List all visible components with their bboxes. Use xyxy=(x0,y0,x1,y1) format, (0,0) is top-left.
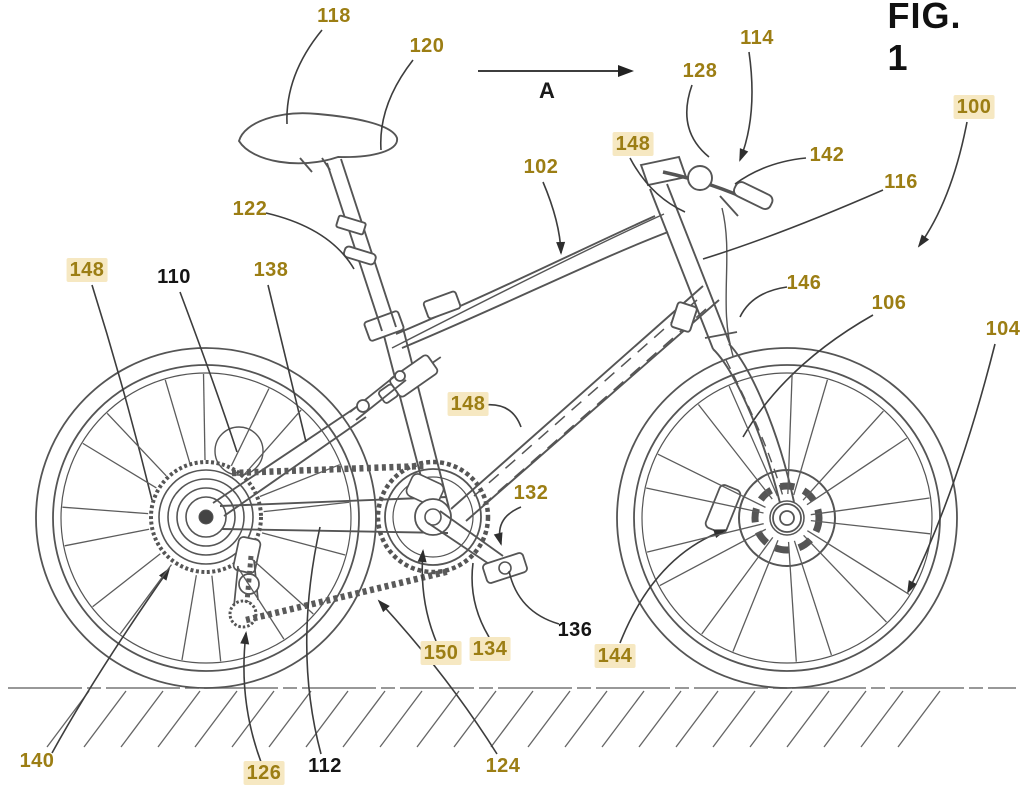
leader-arrowhead xyxy=(417,549,427,563)
direction-arrow-label: A xyxy=(539,78,555,103)
direction-arrow xyxy=(478,65,634,77)
front-fork xyxy=(704,331,795,504)
leader-arrowhead xyxy=(907,580,917,594)
ref-label-136: 136 xyxy=(557,619,593,641)
ref-label-102: 102 xyxy=(523,156,559,178)
leader-line-142 xyxy=(734,157,807,185)
seat-post xyxy=(326,158,397,332)
leader-line-144 xyxy=(619,529,726,644)
leader-line-134 xyxy=(471,562,490,638)
leader-arrowhead xyxy=(917,234,930,248)
ref-label-150: 150 xyxy=(420,641,462,665)
ref-label-140: 140 xyxy=(19,750,55,772)
leader-line-140 xyxy=(51,568,170,754)
ref-label-118: 118 xyxy=(317,5,351,27)
ref-label-148: 148 xyxy=(447,392,489,416)
leader-line-122 xyxy=(265,212,355,270)
leader-arrowhead xyxy=(493,532,503,546)
leader-line-138 xyxy=(267,284,307,443)
ref-label-104: 104 xyxy=(985,318,1021,340)
leader-line-128 xyxy=(686,84,710,158)
ref-label-120: 120 xyxy=(409,35,445,57)
ref-label-138: 138 xyxy=(253,259,289,281)
leader-line-120 xyxy=(379,59,414,151)
ref-label-106: 106 xyxy=(871,292,907,314)
ref-label-100: 100 xyxy=(953,95,995,119)
ref-label-132: 132 xyxy=(513,482,549,504)
leader-line-116 xyxy=(702,189,884,260)
leader-lines xyxy=(51,29,996,763)
figure-title: FIG. 1 xyxy=(887,0,962,78)
leader-line-148 xyxy=(483,403,522,428)
ref-label-122: 122 xyxy=(232,198,268,220)
ref-label-148: 148 xyxy=(612,132,654,156)
leader-line-114 xyxy=(739,51,753,161)
leader-line-106 xyxy=(742,314,874,438)
leader-line-124 xyxy=(378,600,498,755)
leader-arrowhead xyxy=(556,241,566,255)
brake-cables xyxy=(391,207,785,501)
cassette xyxy=(149,460,263,574)
handlebar xyxy=(639,155,774,217)
chain xyxy=(231,462,451,624)
ref-label-126: 126 xyxy=(243,761,285,785)
ref-label-134: 134 xyxy=(469,637,511,661)
leader-line-112 xyxy=(305,526,322,755)
ref-label-144: 144 xyxy=(594,644,636,668)
front-wheel xyxy=(616,347,958,689)
leader-line-148 xyxy=(629,157,686,213)
wheel-spokes xyxy=(646,374,931,662)
ref-label-110: 110 xyxy=(157,266,191,288)
leader-arrowhead xyxy=(240,631,250,645)
leader-arrowhead xyxy=(377,599,390,613)
ref-label-124: 124 xyxy=(485,755,521,777)
ref-label-146: 146 xyxy=(786,272,822,294)
leader-line-132 xyxy=(498,506,522,545)
ref-label-128: 128 xyxy=(682,60,718,82)
ref-label-116: 116 xyxy=(884,171,918,193)
ref-label-148: 148 xyxy=(66,258,108,282)
saddle xyxy=(237,112,398,173)
leader-arrowhead xyxy=(739,148,749,162)
rear-derailleur xyxy=(228,536,262,629)
leader-line-148 xyxy=(91,284,153,501)
leader-line-126 xyxy=(243,632,262,763)
leader-line-104 xyxy=(907,343,996,593)
front-brake-caliper xyxy=(704,484,742,534)
leader-line-136 xyxy=(508,570,560,625)
leader-line-118 xyxy=(286,29,323,125)
ground xyxy=(8,687,1016,748)
leader-line-110 xyxy=(179,291,238,453)
leader-line-146 xyxy=(739,286,788,318)
crankset xyxy=(375,459,528,584)
rear-shock xyxy=(349,354,442,421)
leader-line-100 xyxy=(918,121,968,247)
ref-label-114: 114 xyxy=(740,27,774,49)
wheel-spokes xyxy=(62,374,350,662)
ref-label-142: 142 xyxy=(809,144,845,166)
ref-label-112: 112 xyxy=(308,755,342,777)
